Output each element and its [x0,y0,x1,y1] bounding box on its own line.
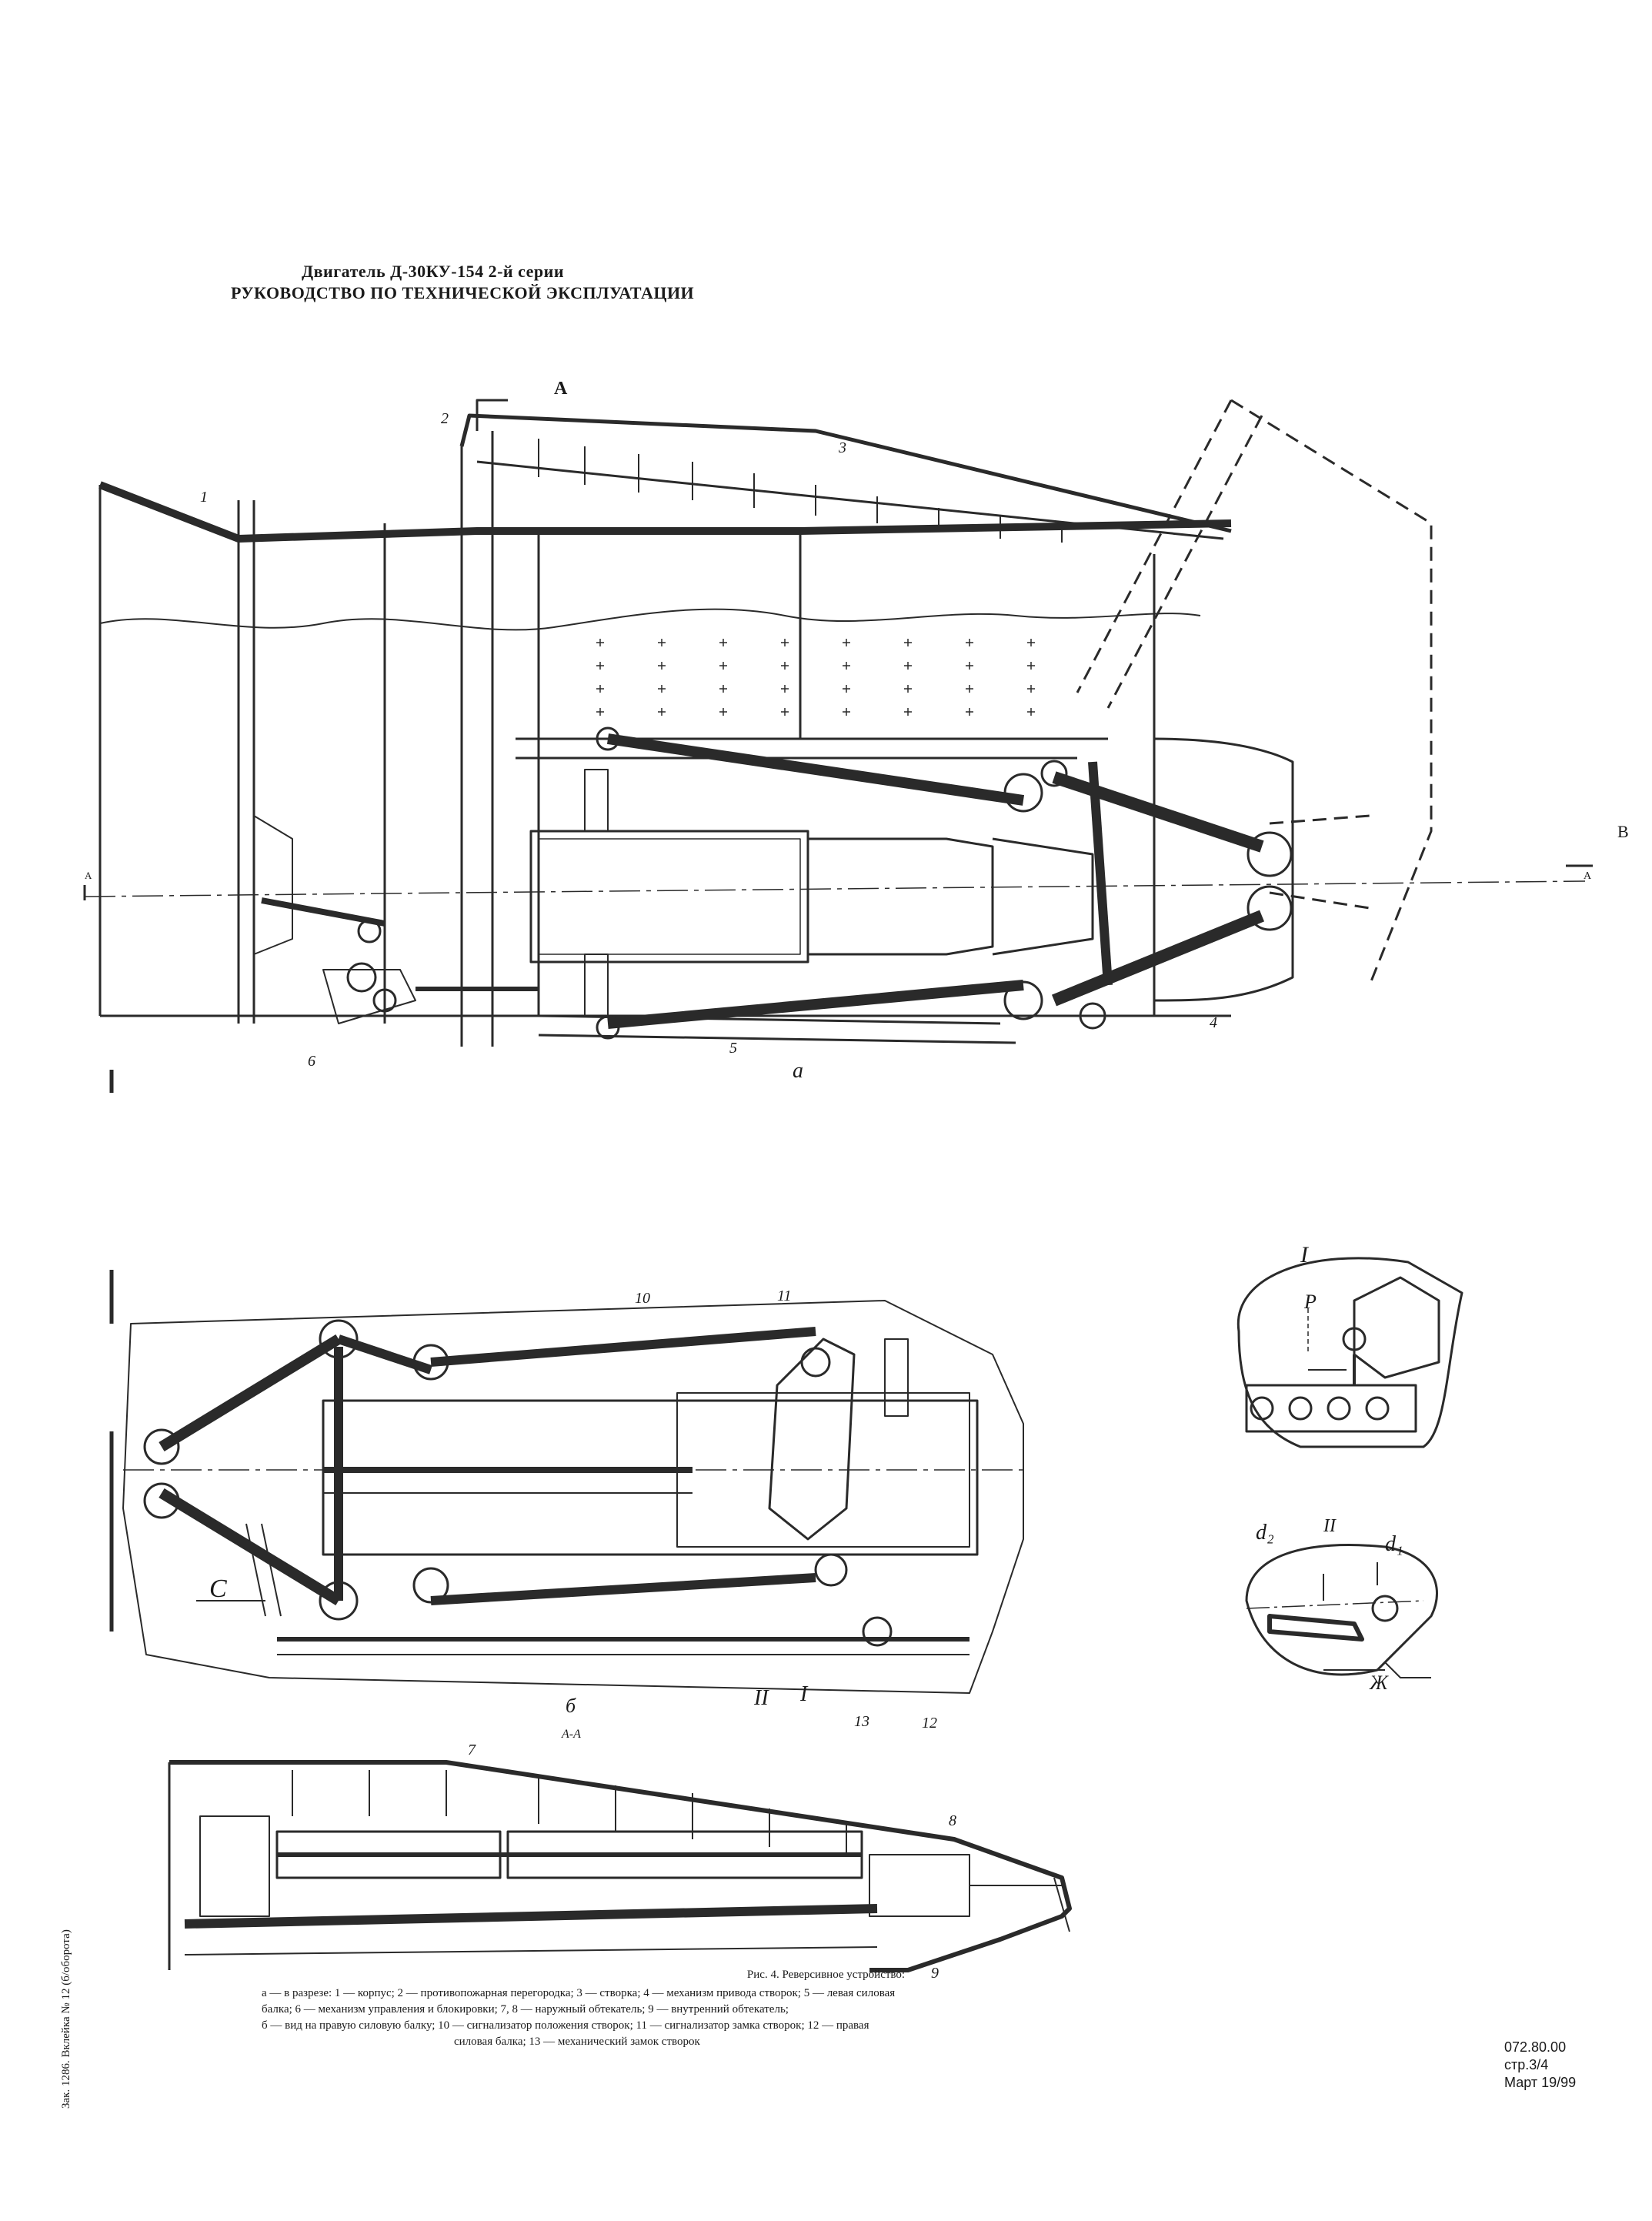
position-12: 12 [922,1715,937,1732]
section-a-a [168,1760,1072,1972]
view-b-beam [109,1270,1024,1694]
position-7: 7 [468,1742,476,1758]
caption-line: б — вид на правую силовую балку; 10 — си… [262,2019,869,2032]
position-1: 1 [200,489,208,506]
rivet-pattern [596,638,1036,716]
detail-II-label: II [1323,1516,1337,1536]
view-a-section [83,399,1593,1093]
dimension-Zh-label: Ж [1369,1672,1389,1694]
dimension-C-label: С [209,1575,227,1603]
view-a-label: а [793,1059,803,1083]
section-mark-A-top: А [554,379,568,399]
view-b-label: б [566,1695,576,1717]
callout-II: II [753,1686,769,1710]
detail-I [1236,1257,1463,1448]
revision-date: Март 19/99 [1504,2075,1577,2090]
caption-line: а — в разрезе: 1 — корпус; 2 — противопо… [262,1987,896,1999]
section-aa-label: А-А [561,1728,581,1741]
section-mark-A-right: А [1584,870,1592,882]
caption-line: силовая балка; 13 — механический замок с… [454,2036,700,2048]
position-2: 2 [441,410,449,427]
dimension-d1-label: d₁ [1385,1532,1403,1556]
manual-header-engine: Двигатель Д-30КУ-154 2-й серии [302,262,564,281]
position-4: 4 [1210,1014,1217,1031]
dimension-d2-label: d₂ [1256,1521,1274,1545]
section-mark-A-left: А [85,870,92,881]
position-11: 11 [777,1288,792,1304]
dimension-B-label: В [1617,822,1629,841]
detail-II [1245,1544,1438,1678]
position-10: 10 [635,1290,650,1307]
figure-caption-legend: а — в разрезе: 1 — корпус; 2 — противопо… [262,1986,1416,2050]
position-6: 6 [308,1053,315,1070]
manual-header-title: РУКОВОДСТВО ПО ТЕХНИЧЕСКОЙ ЭКСПЛУАТАЦИИ [231,283,695,302]
caption-line: балка; 6 — механизм управления и блокиро… [262,2003,789,2016]
position-5: 5 [729,1040,737,1057]
detail-I-label: I [1300,1242,1310,1267]
dimension-P-label: Р [1303,1291,1317,1313]
document-code: 072.80.00 [1504,2039,1567,2055]
page-number: стр.3/4 [1504,2057,1549,2072]
callout-I: I [799,1682,809,1706]
position-3: 3 [838,439,846,456]
position-13: 13 [854,1713,869,1730]
position-8: 8 [949,1812,956,1829]
position-9: 9 [931,1965,939,1982]
figure-caption-title: Рис. 4. Реверсивное устройство: [746,1969,906,1981]
margin-print-note: Зак. 1286. Вклейка № 12 (б/оборота) [60,1929,72,2109]
